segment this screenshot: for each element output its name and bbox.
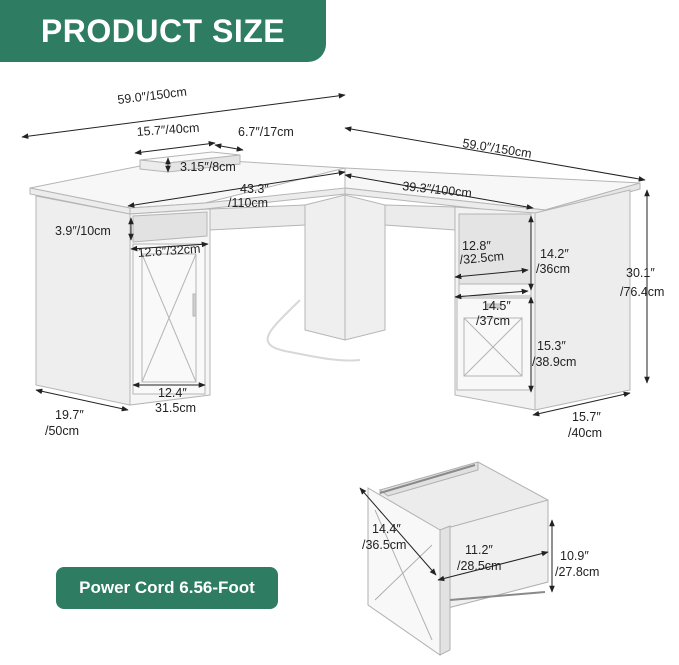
dim-cubby-width-1: 12.8″ xyxy=(462,239,491,253)
dim-shelf-height: 3.9″/10cm xyxy=(55,224,111,238)
title-banner: PRODUCT SIZE xyxy=(0,0,326,62)
dim-inner-left-1: 43.3″ xyxy=(240,182,269,196)
dim-depth-2: /50cm xyxy=(45,424,79,438)
dim-right-length: 59.0″/150cm xyxy=(462,136,533,161)
right-cabinet-front xyxy=(534,189,631,411)
power-cord-label: Power Cord 6.56-Foot xyxy=(79,578,255,597)
dim-depth-1: 19.7″ xyxy=(55,408,84,422)
desk-illustration xyxy=(29,151,641,411)
dim-riser-width: 15.7″/40cm xyxy=(136,121,200,139)
dim-drawer-inner-height-1: 10.9″ xyxy=(560,549,589,563)
dim-total-height-2: /76.4cm xyxy=(620,285,664,299)
dim-drawer-height-1: 15.3″ xyxy=(537,339,566,353)
dim-cabinet-width-1: 12.4″ xyxy=(158,386,187,400)
dim-inner-left-2: /110cm xyxy=(228,196,268,210)
power-cord xyxy=(266,299,361,362)
dim-drawer-height-2: /38.9cm xyxy=(532,355,576,369)
power-cord-badge: Power Cord 6.56-Foot xyxy=(56,567,278,609)
dim-drawer-inner-depth-1: 14.4″ xyxy=(372,522,401,536)
dim-drawer-inner-width-2: /28.5cm xyxy=(457,559,501,573)
dim-cubby-height-2: /36cm xyxy=(536,262,570,276)
dim-riser-depth: 6.7″/17cm xyxy=(238,125,294,139)
dim-shelf-width: 12.6″/32cm xyxy=(137,242,201,260)
page-title: PRODUCT SIZE xyxy=(40,12,286,49)
dim-riser-height: 3.15″/8cm xyxy=(180,160,236,174)
dim-right-depth-1: 15.7″ xyxy=(572,410,601,424)
dimension-lines xyxy=(21,93,650,593)
dim-cubby-width-2: /32.5cm xyxy=(459,249,505,267)
dim-right-depth-2: /40cm xyxy=(568,426,602,440)
dim-drawer-width-1: 14.5″ xyxy=(482,299,511,313)
drawer-slide-bottom xyxy=(449,591,546,601)
dim-cabinet-width-2: 31.5cm xyxy=(155,401,196,415)
dim-left-length: 59.0″/150cm xyxy=(117,85,188,107)
dim-cubby-height-1: 14.2″ xyxy=(540,247,569,261)
dim-total-height-1: 30.1″ xyxy=(626,266,655,280)
dimension-labels: 59.0″/150cm 59.0″/150cm 15.7″/40cm 6.7″/… xyxy=(45,85,664,579)
dim-drawer-width-2: /37cm xyxy=(476,314,510,328)
dim-drawer-inner-depth-2: /36.5cm xyxy=(362,538,406,552)
dim-drawer-inner-height-2: /27.8cm xyxy=(555,565,599,579)
dim-drawer-inner-width-1: 11.2″ xyxy=(465,543,493,557)
right-drawer xyxy=(456,297,532,391)
